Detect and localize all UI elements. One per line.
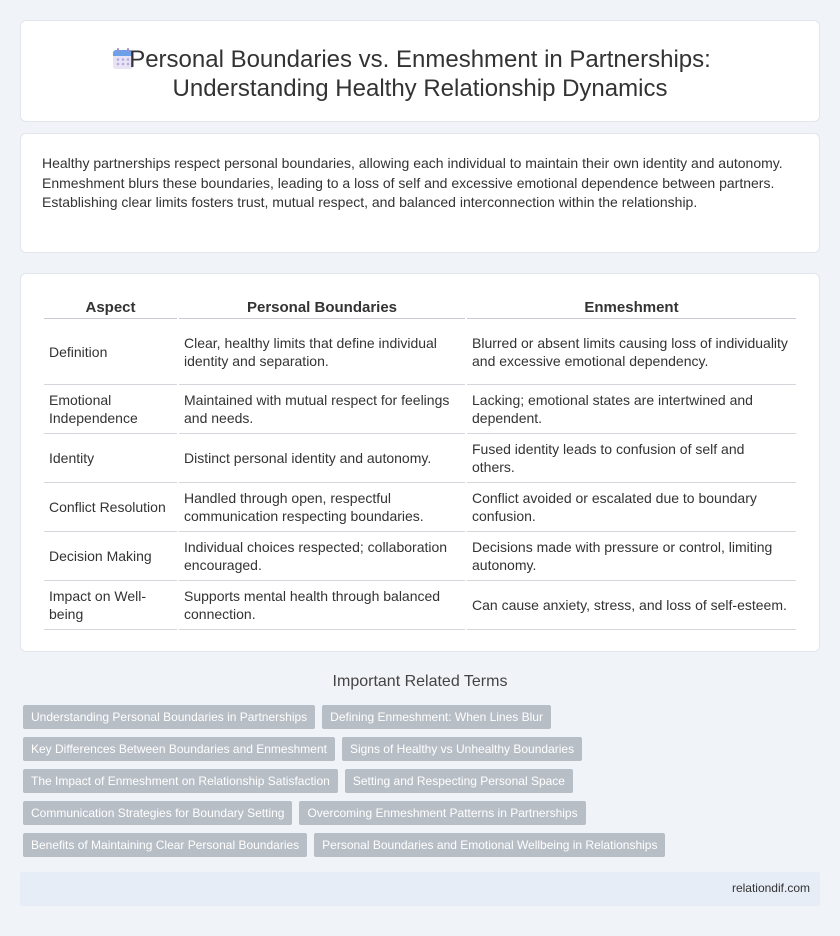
footer: relationdif.com	[20, 872, 820, 906]
related-terms-list: Understanding Personal Boundaries in Par…	[23, 705, 823, 865]
cell-enmeshment: Fused identity leads to confusion of sel…	[467, 434, 796, 483]
related-term-tag[interactable]: Setting and Respecting Personal Space	[344, 769, 573, 793]
header-personal-boundaries: Personal Boundaries	[179, 297, 465, 319]
cell-aspect: Identity	[44, 434, 177, 483]
tag-row: Understanding Personal Boundaries in Par…	[23, 705, 823, 729]
title-line-2: Understanding Healthy Relationship Dynam…	[172, 75, 668, 102]
cell-boundaries: Maintained with mutual respect for feeli…	[179, 385, 465, 434]
tag-row: Key Differences Between Boundaries and E…	[23, 737, 823, 761]
cell-aspect: Emotional Independence	[44, 385, 177, 434]
related-term-tag[interactable]: The Impact of Enmeshment on Relationship…	[23, 769, 338, 793]
page-title: Personal Boundaries vs. Enmeshment in Pa…	[21, 45, 819, 103]
cell-boundaries: Clear, healthy limits that define indivi…	[179, 319, 465, 385]
intro-text: Healthy partnerships respect personal bo…	[42, 155, 783, 210]
related-terms-title: Important Related Terms	[332, 673, 508, 690]
cell-enmeshment: Can cause anxiety, stress, and loss of s…	[467, 581, 796, 630]
table-row: Definition Clear, healthy limits that de…	[44, 319, 796, 385]
calendar-icon	[113, 48, 133, 69]
comparison-table-card: Aspect Personal Boundaries Enmeshment De…	[20, 273, 820, 652]
tag-row: Benefits of Maintaining Clear Personal B…	[23, 833, 823, 857]
related-term-tag[interactable]: Personal Boundaries and Emotional Wellbe…	[314, 833, 666, 857]
cell-boundaries: Distinct personal identity and autonomy.	[179, 434, 465, 483]
related-term-tag[interactable]: Communication Strategies for Boundary Se…	[23, 801, 293, 825]
cell-aspect: Impact on Well-being	[44, 581, 177, 630]
cell-aspect: Conflict Resolution	[44, 483, 177, 532]
cell-enmeshment: Decisions made with pressure or control,…	[467, 532, 796, 581]
comparison-table: Aspect Personal Boundaries Enmeshment De…	[42, 297, 798, 630]
title-line-1: Personal Boundaries vs. Enmeshment in Pa…	[129, 46, 711, 73]
tag-row: Communication Strategies for Boundary Se…	[23, 801, 823, 825]
cell-boundaries: Individual choices respected; collaborat…	[179, 532, 465, 581]
table-row: Emotional Independence Maintained with m…	[44, 385, 796, 434]
related-term-tag[interactable]: Understanding Personal Boundaries in Par…	[23, 705, 316, 729]
related-term-tag[interactable]: Overcoming Enmeshment Patterns in Partne…	[299, 801, 586, 825]
cell-boundaries: Supports mental health through balanced …	[179, 581, 465, 630]
table-row: Decision Making Individual choices respe…	[44, 532, 796, 581]
table-row: Identity Distinct personal identity and …	[44, 434, 796, 483]
related-term-tag[interactable]: Key Differences Between Boundaries and E…	[23, 737, 335, 761]
tag-row: The Impact of Enmeshment on Relationship…	[23, 769, 823, 793]
cell-aspect: Decision Making	[44, 532, 177, 581]
header-card: Personal Boundaries vs. Enmeshment in Pa…	[20, 20, 820, 122]
related-term-tag[interactable]: Signs of Healthy vs Unhealthy Boundaries	[341, 737, 583, 761]
related-term-tag[interactable]: Benefits of Maintaining Clear Personal B…	[23, 833, 308, 857]
header-aspect: Aspect	[44, 297, 177, 319]
table-row: Conflict Resolution Handled through open…	[44, 483, 796, 532]
cell-boundaries: Handled through open, respectful communi…	[179, 483, 465, 532]
intro-card: Healthy partnerships respect personal bo…	[20, 133, 820, 253]
related-term-tag[interactable]: Defining Enmeshment: When Lines Blur	[322, 705, 551, 729]
footer-site-link[interactable]: relationdif.com	[731, 881, 810, 895]
table-row: Impact on Well-being Supports mental hea…	[44, 581, 796, 630]
cell-enmeshment: Lacking; emotional states are intertwine…	[467, 385, 796, 434]
table-header-row: Aspect Personal Boundaries Enmeshment	[44, 297, 796, 319]
cell-enmeshment: Blurred or absent limits causing loss of…	[467, 319, 796, 385]
cell-enmeshment: Conflict avoided or escalated due to bou…	[467, 483, 796, 532]
header-enmeshment: Enmeshment	[467, 297, 796, 319]
cell-aspect: Definition	[44, 319, 177, 385]
